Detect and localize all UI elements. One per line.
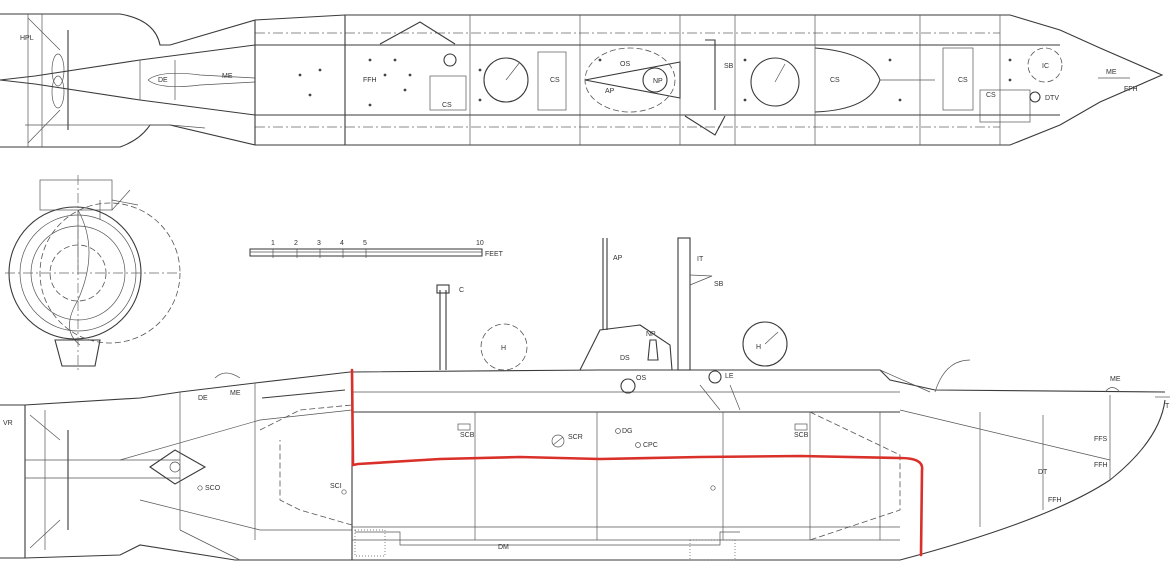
scale-unit: FEET xyxy=(485,251,504,258)
label-np: NP xyxy=(646,331,656,338)
label-scb: SCB xyxy=(794,432,809,439)
label-ap: AP xyxy=(605,88,615,95)
label-me: ME xyxy=(1106,69,1117,76)
label-ffh: FFH xyxy=(1124,86,1138,93)
label-cs: CS xyxy=(550,77,560,84)
label-ffh: FFH xyxy=(363,77,377,84)
label-scr: SCR xyxy=(568,434,583,441)
label-os: OS xyxy=(620,61,630,68)
label-h: H xyxy=(501,345,506,352)
label-me: ME xyxy=(1110,376,1121,383)
scale-tick-10: 10 xyxy=(476,240,484,247)
label-vr: VR xyxy=(3,420,13,427)
label-dtv: DTV xyxy=(1045,95,1059,102)
label-sb: SB xyxy=(714,281,724,288)
label-cs: CS xyxy=(830,77,840,84)
label-np: NP xyxy=(653,78,663,85)
label-ffh: FFH xyxy=(1048,497,1062,504)
label-hpl: HPL xyxy=(20,35,34,42)
label-ds: DS xyxy=(620,355,630,362)
scale-tick-2: 2 xyxy=(294,240,298,247)
elevation-view: ME DE VR SCO SCI SCB SCR DG CPC SCB DM C… xyxy=(0,237,1170,561)
label-c: C xyxy=(459,287,464,294)
scale-tick-3: 3 xyxy=(317,240,321,247)
label-cs: CS xyxy=(442,102,452,109)
elevation-view-labels: ME DE VR SCO SCI SCB SCR DG CPC SCB DM C… xyxy=(3,255,1170,551)
label-t: T xyxy=(1165,403,1170,410)
label-sco: SCO xyxy=(205,485,221,492)
label-cpc: CPC xyxy=(643,442,658,449)
label-cs: CS xyxy=(986,92,996,99)
scale-tick-1: 1 xyxy=(271,240,275,247)
plan-view: HPL DE ME FFH CS CS OS NP AP SB CS CS CS… xyxy=(0,13,1164,148)
label-ffs: FFS xyxy=(1094,436,1108,443)
label-sb: SB xyxy=(724,63,734,70)
label-de: DE xyxy=(198,395,208,402)
scale-tick-5: 5 xyxy=(363,240,367,247)
label-me: ME xyxy=(230,390,241,397)
label-dg: DG xyxy=(622,428,633,435)
label-le: LE xyxy=(725,373,734,380)
label-os: OS xyxy=(636,375,646,382)
label-scb: SCB xyxy=(460,432,475,439)
label-dt: DT xyxy=(1038,469,1048,476)
label-dm: DM xyxy=(498,544,509,551)
label-sci: SCI xyxy=(330,483,342,490)
section-view xyxy=(5,175,181,370)
plan-view-labels: HPL DE ME FFH CS CS OS NP AP SB CS CS CS… xyxy=(20,35,1138,109)
label-ic: IC xyxy=(1042,63,1049,70)
label-ap: AP xyxy=(613,255,623,262)
label-it: IT xyxy=(697,256,704,263)
rivets-plan xyxy=(298,58,1012,107)
scale-tick-4: 4 xyxy=(340,240,344,247)
scale-bar: 1 2 3 4 5 10 FEET xyxy=(249,240,504,258)
label-de: DE xyxy=(158,77,168,84)
label-me: ME xyxy=(222,73,233,80)
label-cs: CS xyxy=(958,77,968,84)
label-ffh: FFH xyxy=(1094,462,1108,469)
red-annotation-outline xyxy=(350,368,924,557)
label-h: H xyxy=(756,344,761,351)
